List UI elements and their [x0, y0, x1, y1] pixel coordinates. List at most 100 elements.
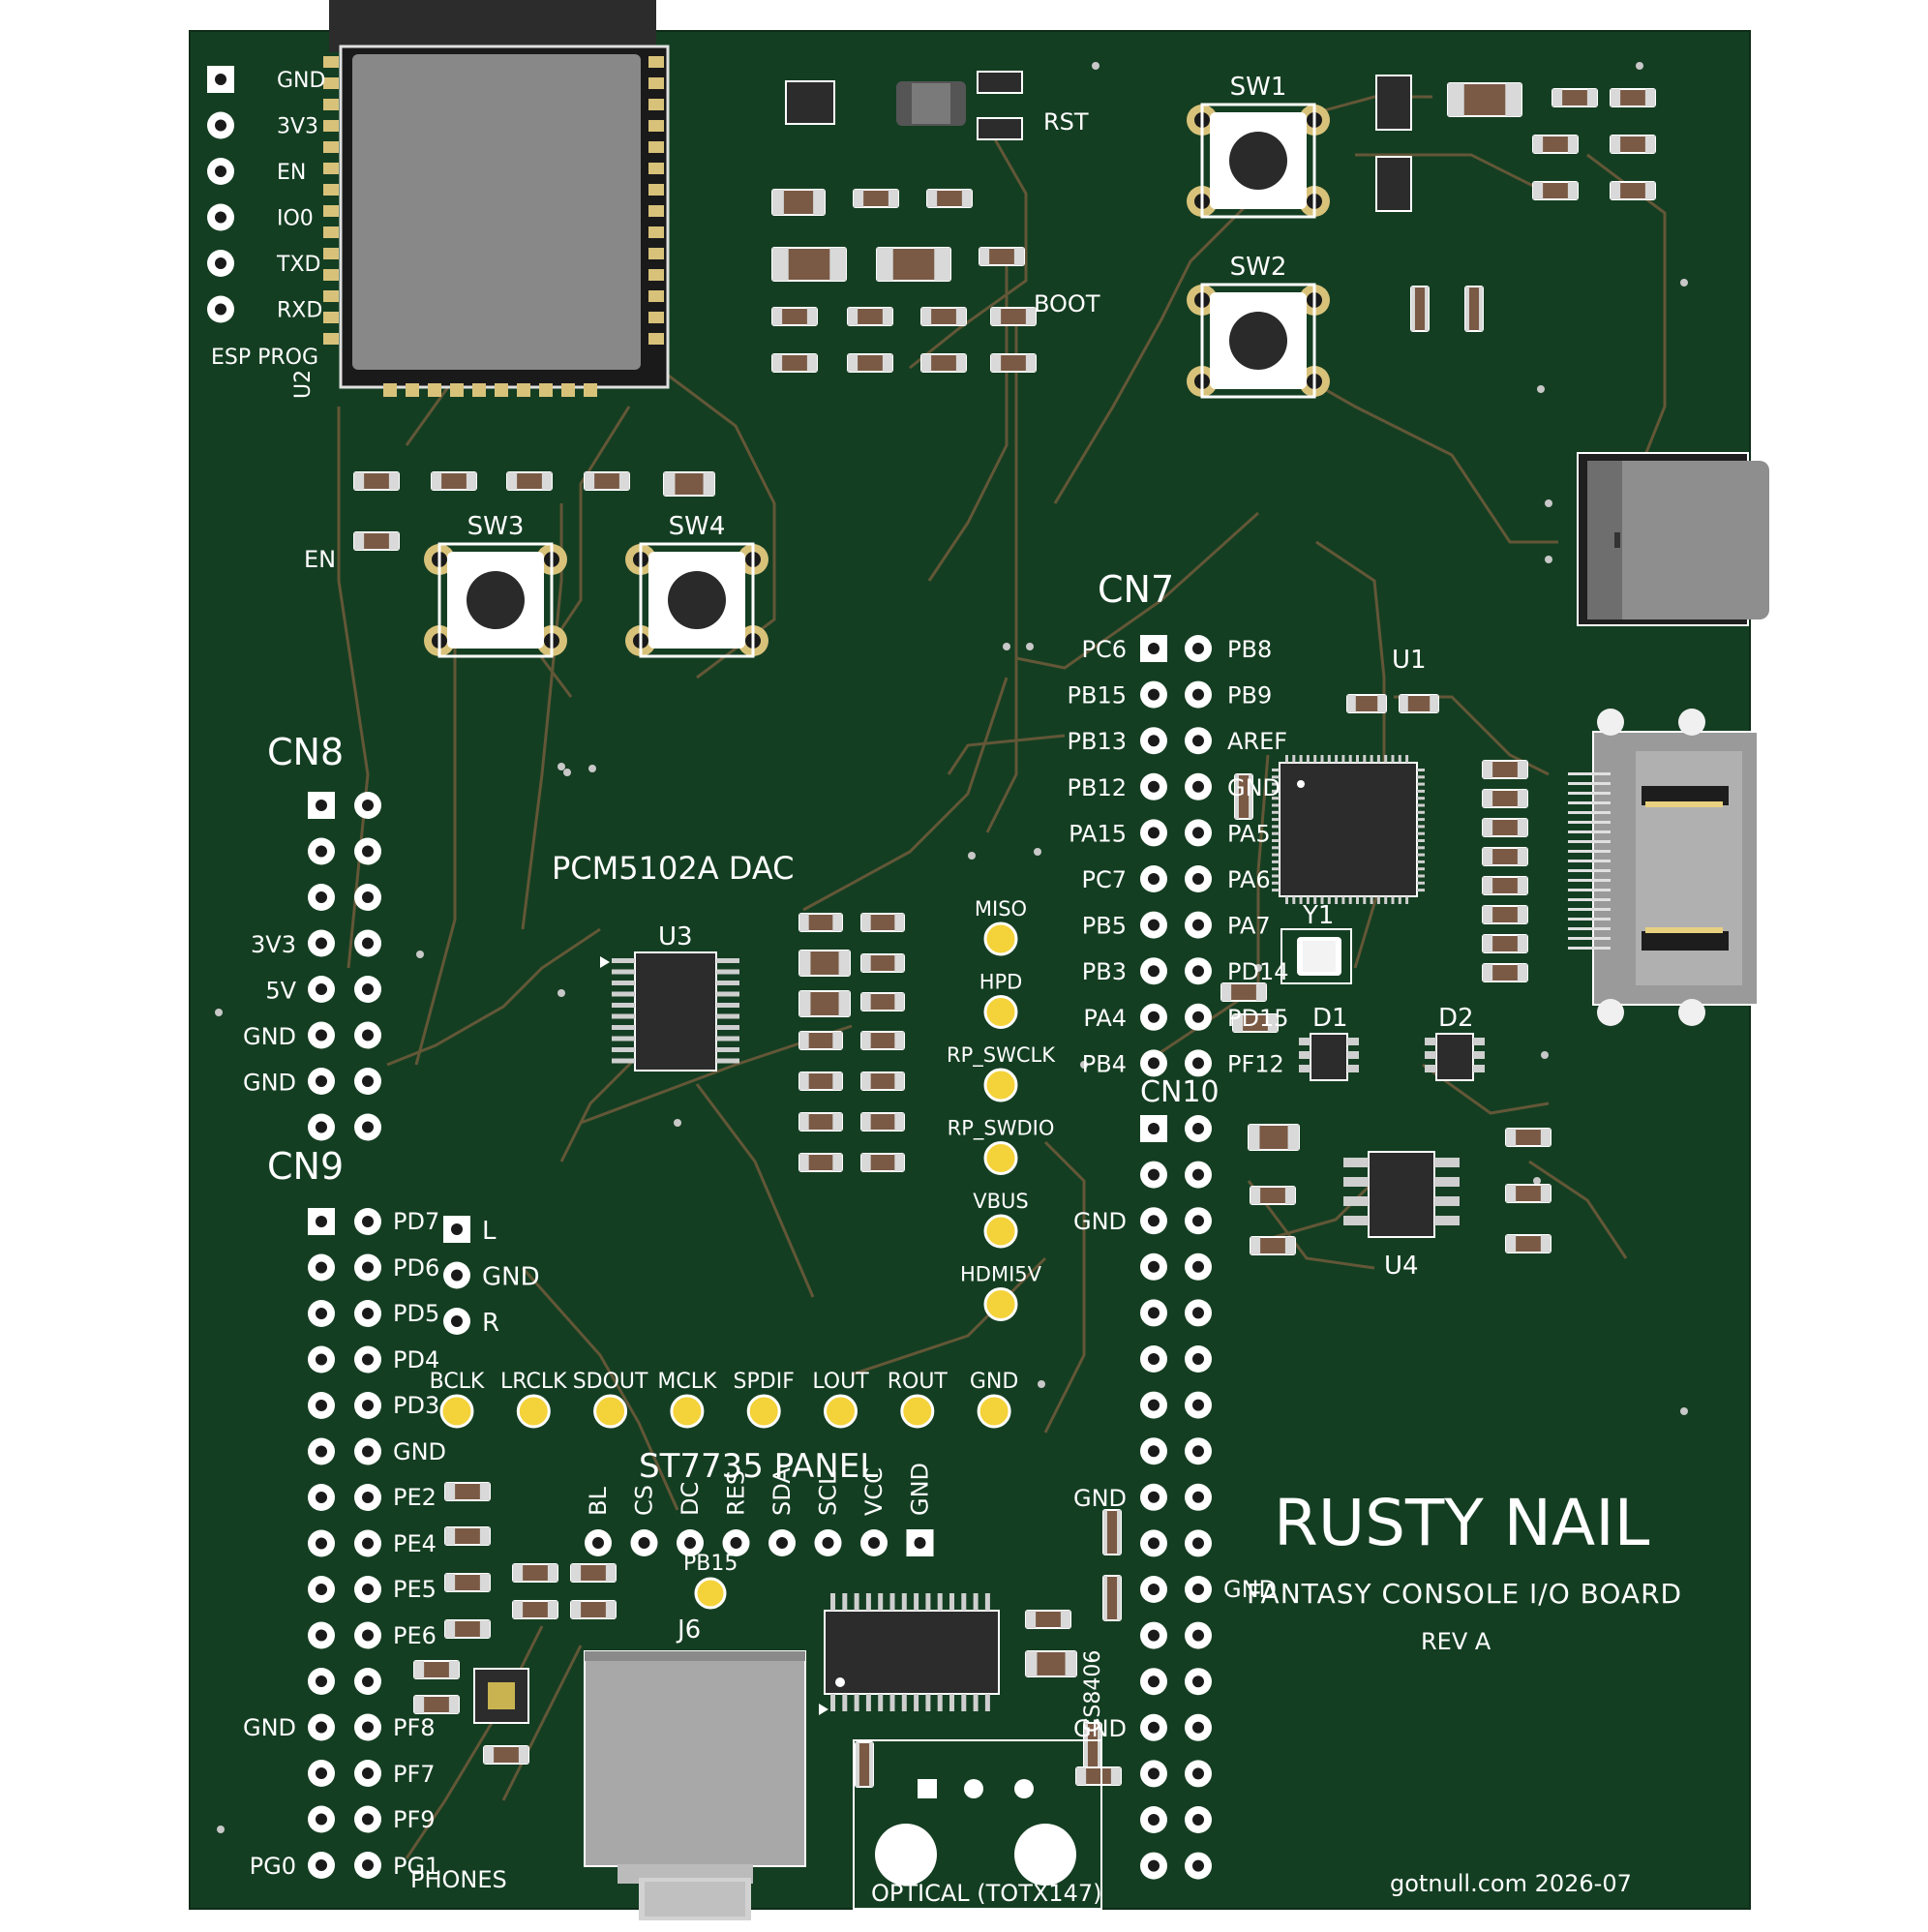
test-point-hpd[interactable]	[983, 995, 1018, 1029]
cn9-pin[interactable]	[308, 1576, 335, 1603]
cn10-pin[interactable]	[1140, 1391, 1167, 1419]
cn9-pin[interactable]	[308, 1300, 335, 1327]
cn7-pin[interactable]	[1185, 1049, 1212, 1077]
sw4-button[interactable]: SW4	[625, 512, 768, 658]
cn8-pin[interactable]	[308, 1021, 335, 1049]
cn7-pin[interactable]	[1185, 1003, 1212, 1031]
cn9-pin[interactable]	[308, 1760, 335, 1787]
cn10-pin[interactable]	[1185, 1621, 1212, 1649]
cn10-pin[interactable]	[1185, 1483, 1212, 1511]
cn8-pin[interactable]	[308, 1113, 335, 1141]
cn7-pin[interactable]	[1140, 680, 1167, 709]
cn10-pin[interactable]	[1140, 1345, 1167, 1373]
cn9-pin[interactable]	[354, 1805, 381, 1833]
cn9-pin[interactable]	[308, 1437, 335, 1465]
cn10-pin[interactable]	[1185, 1576, 1212, 1603]
cn9-pin[interactable]	[308, 1484, 335, 1511]
cn9-pin[interactable]	[308, 1713, 335, 1741]
panel-pin[interactable]	[768, 1529, 796, 1556]
sw2-button[interactable]: SW2	[1187, 253, 1330, 399]
cn10-pin[interactable]	[1185, 1806, 1212, 1833]
cn10-pin[interactable]	[1140, 1713, 1167, 1741]
cn9-pin[interactable]	[308, 1529, 335, 1557]
cn8-pin[interactable]	[354, 976, 381, 1003]
cn9-pin[interactable]	[354, 1576, 381, 1603]
cn10-pin[interactable]	[1185, 1529, 1212, 1557]
cn10-pin[interactable]	[1140, 1576, 1167, 1603]
cn10-pin[interactable]	[1140, 1207, 1167, 1235]
cn10-pin[interactable]	[1140, 1806, 1167, 1833]
cn7-pin[interactable]	[1140, 865, 1167, 892]
cn7-pin[interactable]	[1140, 1003, 1167, 1031]
cn10-pin[interactable]	[1140, 1483, 1167, 1511]
cn10-pin[interactable]	[1185, 1207, 1212, 1235]
cn10-pin[interactable]	[1185, 1852, 1212, 1880]
cn9-pin[interactable]	[354, 1852, 381, 1879]
audio-out-pin[interactable]	[443, 1308, 470, 1335]
cn9-pin[interactable]	[308, 1852, 335, 1879]
cn10-pin[interactable]	[1185, 1760, 1212, 1788]
cn10-pin[interactable]	[1140, 1253, 1167, 1281]
cn8-pin[interactable]	[354, 1021, 381, 1049]
cn7-pin[interactable]	[1185, 865, 1212, 892]
audio-out-pin[interactable]	[443, 1216, 470, 1243]
cn8-pin[interactable]	[308, 1068, 335, 1095]
cn8-pin[interactable]	[354, 837, 381, 865]
esp-prog-pin[interactable]	[207, 111, 234, 139]
cn8-pin[interactable]	[354, 1068, 381, 1095]
cn10-pin[interactable]	[1140, 1852, 1167, 1880]
esp-prog-pin[interactable]	[207, 203, 234, 231]
cn8-pin[interactable]	[354, 884, 381, 911]
test-point-rp-swclk[interactable]	[983, 1068, 1018, 1102]
cn9-pin[interactable]	[354, 1300, 381, 1327]
cn9-pin[interactable]	[308, 1253, 335, 1282]
cn9-pin[interactable]	[354, 1760, 381, 1787]
i2s-pad-bclk[interactable]	[439, 1394, 474, 1429]
cn10-pin[interactable]	[1140, 1161, 1167, 1189]
optical-transmitter[interactable]	[853, 1739, 1102, 1910]
cn10-pin[interactable]	[1140, 1668, 1167, 1696]
sw1-button[interactable]: SW1	[1187, 73, 1330, 219]
cn9-pin[interactable]	[308, 1345, 335, 1374]
panel-pin[interactable]	[814, 1529, 842, 1556]
phones-jack[interactable]	[584, 1650, 806, 1920]
cn10-pin[interactable]	[1140, 1115, 1167, 1142]
sw3-button[interactable]: SW3	[424, 512, 567, 658]
cn8-pin[interactable]	[354, 929, 381, 957]
test-point-rp-swdio[interactable]	[983, 1141, 1018, 1175]
test-point-miso[interactable]	[983, 921, 1018, 956]
cn7-pin[interactable]	[1185, 635, 1212, 662]
panel-pin[interactable]	[722, 1529, 750, 1556]
cn9-pin[interactable]	[308, 1208, 335, 1235]
i2s-pad-lrclk[interactable]	[516, 1394, 551, 1429]
cn10-pin[interactable]	[1185, 1668, 1212, 1696]
cn8-pin[interactable]	[308, 976, 335, 1003]
cn10-pin[interactable]	[1185, 1161, 1212, 1189]
i2s-pad-spdif[interactable]	[746, 1394, 781, 1429]
cn7-pin[interactable]	[1185, 911, 1212, 939]
i2s-pad-gnd[interactable]	[977, 1394, 1011, 1429]
esp-prog-pin[interactable]	[207, 66, 234, 93]
cn10-pin[interactable]	[1140, 1760, 1167, 1788]
cn9-pin[interactable]	[354, 1208, 381, 1235]
cn10-pin[interactable]	[1185, 1115, 1212, 1142]
cn7-pin[interactable]	[1185, 957, 1212, 985]
cn9-pin[interactable]	[308, 1392, 335, 1419]
cn9-pin[interactable]	[354, 1253, 381, 1282]
cn9-pin[interactable]	[308, 1621, 335, 1649]
cn9-pin[interactable]	[354, 1345, 381, 1374]
cn9-pin[interactable]	[354, 1621, 381, 1649]
cn7-pin[interactable]	[1140, 1049, 1167, 1077]
audio-out-pin[interactable]	[443, 1261, 470, 1289]
hdmi-connector[interactable]	[1568, 709, 1759, 1026]
i2s-pad-mclk[interactable]	[670, 1394, 705, 1429]
cn7-pin[interactable]	[1185, 819, 1212, 847]
panel-pin[interactable]	[630, 1529, 658, 1556]
cn7-pin[interactable]	[1140, 635, 1167, 662]
cn7-pin[interactable]	[1140, 772, 1167, 800]
cn8-pin[interactable]	[308, 837, 335, 865]
cn7-pin[interactable]	[1140, 957, 1167, 985]
cn9-pin[interactable]	[308, 1805, 335, 1833]
cn7-pin[interactable]	[1140, 819, 1167, 847]
cn10-pin[interactable]	[1185, 1391, 1212, 1419]
